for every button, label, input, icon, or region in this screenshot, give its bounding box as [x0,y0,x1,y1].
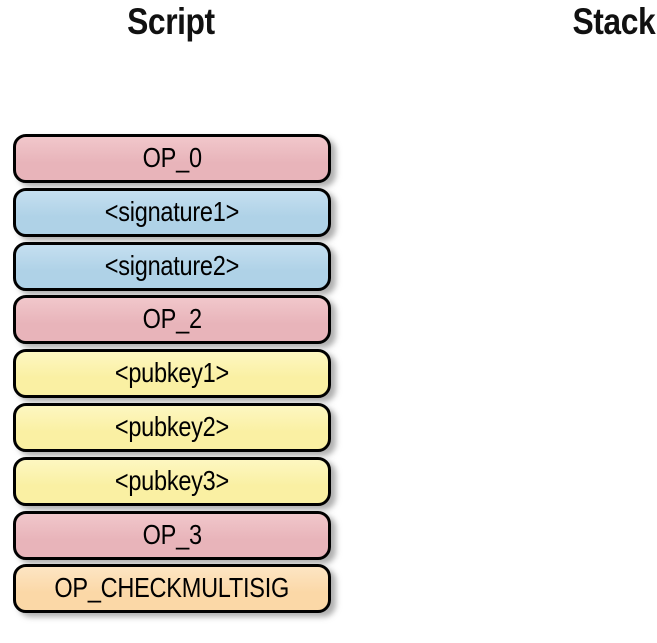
stack-column-empty-area [420,134,657,614]
script-box-pubkey2-label: <pubkey2> [114,410,230,442]
script-box-op-0-label: OP_0 [142,142,202,173]
script-column-header: Script [0,0,342,44]
script-box-signature1-label: <signature1> [104,195,240,227]
script-column-header-label: Script [127,1,215,42]
script-box-pubkey1-label: <pubkey1> [114,357,230,389]
script-box-pubkey3-label: <pubkey3> [114,464,230,496]
script-box-op-checkmultisig-label: OP_CHECKMULTISIG [54,572,290,604]
script-box-op-2-label: OP_2 [142,303,202,335]
script-box-op-0: OP_0 [13,134,331,183]
script-box-op-2: OP_2 [13,295,331,345]
script-box-op-3: OP_3 [13,510,331,560]
script-box-signature2-label: <signature2> [104,249,240,281]
script-box-op-checkmultisig: OP_CHECKMULTISIG [13,564,331,614]
script-box-op-3-label: OP_3 [142,518,202,550]
script-box-pubkey2: <pubkey2> [13,402,331,452]
script-box-pubkey1: <pubkey1> [13,349,331,399]
script-box-stack: OP_0 <signature1> <signature2> OP_2 <pub… [13,134,331,614]
script-box-signature1: <signature1> [13,187,331,237]
stack-column-header-label: Stack [572,1,655,42]
script-box-signature2: <signature2> [13,241,331,291]
stack-column-header: Stack [559,0,655,44]
script-box-pubkey3: <pubkey3> [13,456,331,506]
